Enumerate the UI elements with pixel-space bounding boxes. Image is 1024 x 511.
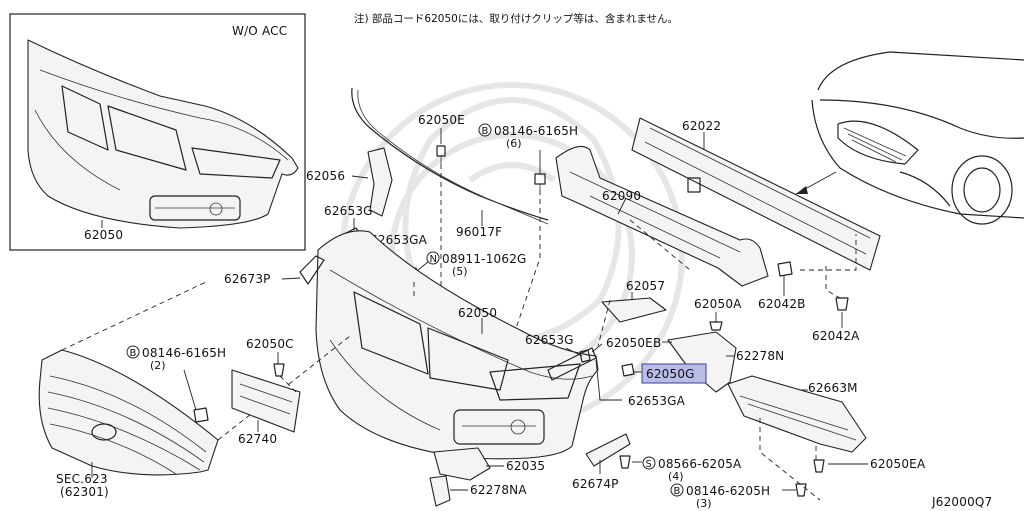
qty-2: (2) [150, 359, 166, 372]
clip-62050EA-icon [813, 459, 825, 473]
clip-small-icon [579, 349, 591, 363]
bracket-62035 [433, 447, 491, 481]
part-62740[interactable]: 62740 [238, 432, 277, 446]
bolt-badge-icon: B [482, 126, 489, 137]
clip-62653G-mid-icon [547, 347, 597, 381]
part-62050G[interactable]: 62050G [646, 367, 695, 381]
bolt-left-icon [193, 407, 209, 423]
part-08566-6205A[interactable]: 08566-6205A [658, 457, 742, 471]
nut-badge-icon: N [430, 254, 437, 265]
bolt-bottom-icon [795, 483, 807, 497]
part-62653G-mid[interactable]: 62653G [525, 333, 574, 347]
clip-62050E-icon [436, 145, 446, 164]
front-bumper-fascia-62050 [315, 230, 599, 460]
part-62674P[interactable]: 62674P [572, 477, 619, 491]
radiator-grille-62301 [38, 349, 219, 476]
inset-panel: W/O ACC 62050 [9, 13, 306, 251]
bolt-08146-6205H: B 08146-6205H (3) [670, 483, 770, 510]
screw-badge-icon: S [646, 459, 652, 470]
clip-62050A-icon [709, 321, 723, 331]
part-62090[interactable]: 62090 [602, 189, 641, 203]
part-62035[interactable]: 62035 [506, 459, 545, 473]
screw-08566-6205A: S 08566-6205A (4) [642, 456, 742, 483]
part-08911-1062G[interactable]: 08911-1062G [442, 252, 527, 266]
part-62057[interactable]: 62057 [626, 279, 665, 293]
bolt-badge-left-icon: B [130, 348, 137, 359]
part-62050A[interactable]: 62050A [694, 297, 742, 311]
bolt-left: B 08146-6165H (2) [126, 345, 226, 372]
grille-moulding-96017F [351, 87, 549, 221]
sec-623[interactable]: SEC.623 [56, 472, 108, 486]
part-62653G-top[interactable]: 62653G [324, 204, 373, 218]
qty-5: (5) [452, 265, 468, 278]
clip-62050C-icon [273, 363, 285, 377]
part-62673P[interactable]: 62673P [224, 272, 271, 286]
inset-label: W/O ACC [232, 24, 287, 38]
part-08146-6165H-left[interactable]: 08146-6165H [142, 346, 226, 360]
part-62050-main[interactable]: 62050 [458, 306, 497, 320]
bolt-62042A-icon [835, 297, 849, 311]
bumper-reinforcement-62022 [631, 117, 881, 271]
part-62056[interactable]: 62056 [306, 169, 345, 183]
bracket-62278NA [429, 475, 451, 507]
bracket-62674P [585, 433, 631, 467]
part-62653GA-mid[interactable]: 62653GA [628, 394, 686, 408]
part-62050EB[interactable]: 62050EB [606, 336, 661, 350]
bolt-badge-bottom-icon: B [674, 486, 681, 497]
bolt-top: B 08146-6165H (6) [478, 123, 578, 150]
inset-bumper-drawing [27, 39, 299, 229]
part-62050E[interactable]: 62050E [418, 113, 465, 127]
part-62663M[interactable]: 62663M [808, 381, 858, 395]
part-62653GA-top[interactable]: 62653GA [370, 233, 428, 247]
qty-3: (3) [696, 497, 712, 510]
bracket-62673P [299, 255, 325, 285]
bracket-62056 [367, 147, 393, 217]
part-62042A[interactable]: 62042A [812, 329, 860, 343]
highlight-62050G[interactable]: 62050G [641, 363, 707, 384]
clip-62042B-icon [777, 261, 793, 277]
inset-part-62050[interactable]: 62050 [84, 228, 123, 242]
qty-4: (4) [668, 470, 684, 483]
license-plate-bracket-62740 [231, 369, 301, 433]
part-08146-6205H[interactable]: 08146-6205H [686, 484, 770, 498]
part-96017F[interactable]: 96017F [456, 225, 502, 239]
diagram-code: J62000Q7 [931, 495, 992, 509]
energy-absorber-62090 [555, 145, 769, 287]
part-62050C[interactable]: 62050C [246, 337, 294, 351]
sec-62301: (62301) [60, 485, 109, 499]
car-front-drawing [795, 51, 1024, 225]
screw-icon [619, 455, 631, 469]
bracket-62057 [601, 297, 667, 323]
nut-08911-1062G: N 08911-1062G (5) [426, 251, 527, 278]
note-text: 注) 部品コード62050には、取り付けクリップ等は、含まれません。 [354, 12, 678, 25]
part-62042B[interactable]: 62042B [758, 297, 806, 311]
part-08146-6165H-top[interactable]: 08146-6165H [494, 124, 578, 138]
part-62022[interactable]: 62022 [682, 119, 721, 133]
clip-62050G-icon [621, 363, 635, 377]
qty-6: (6) [506, 137, 522, 150]
clip-icon [534, 173, 546, 190]
part-62278NA[interactable]: 62278NA [470, 483, 527, 497]
part-62050EA[interactable]: 62050EA [870, 457, 926, 471]
part-62278N[interactable]: 62278N [736, 349, 784, 363]
